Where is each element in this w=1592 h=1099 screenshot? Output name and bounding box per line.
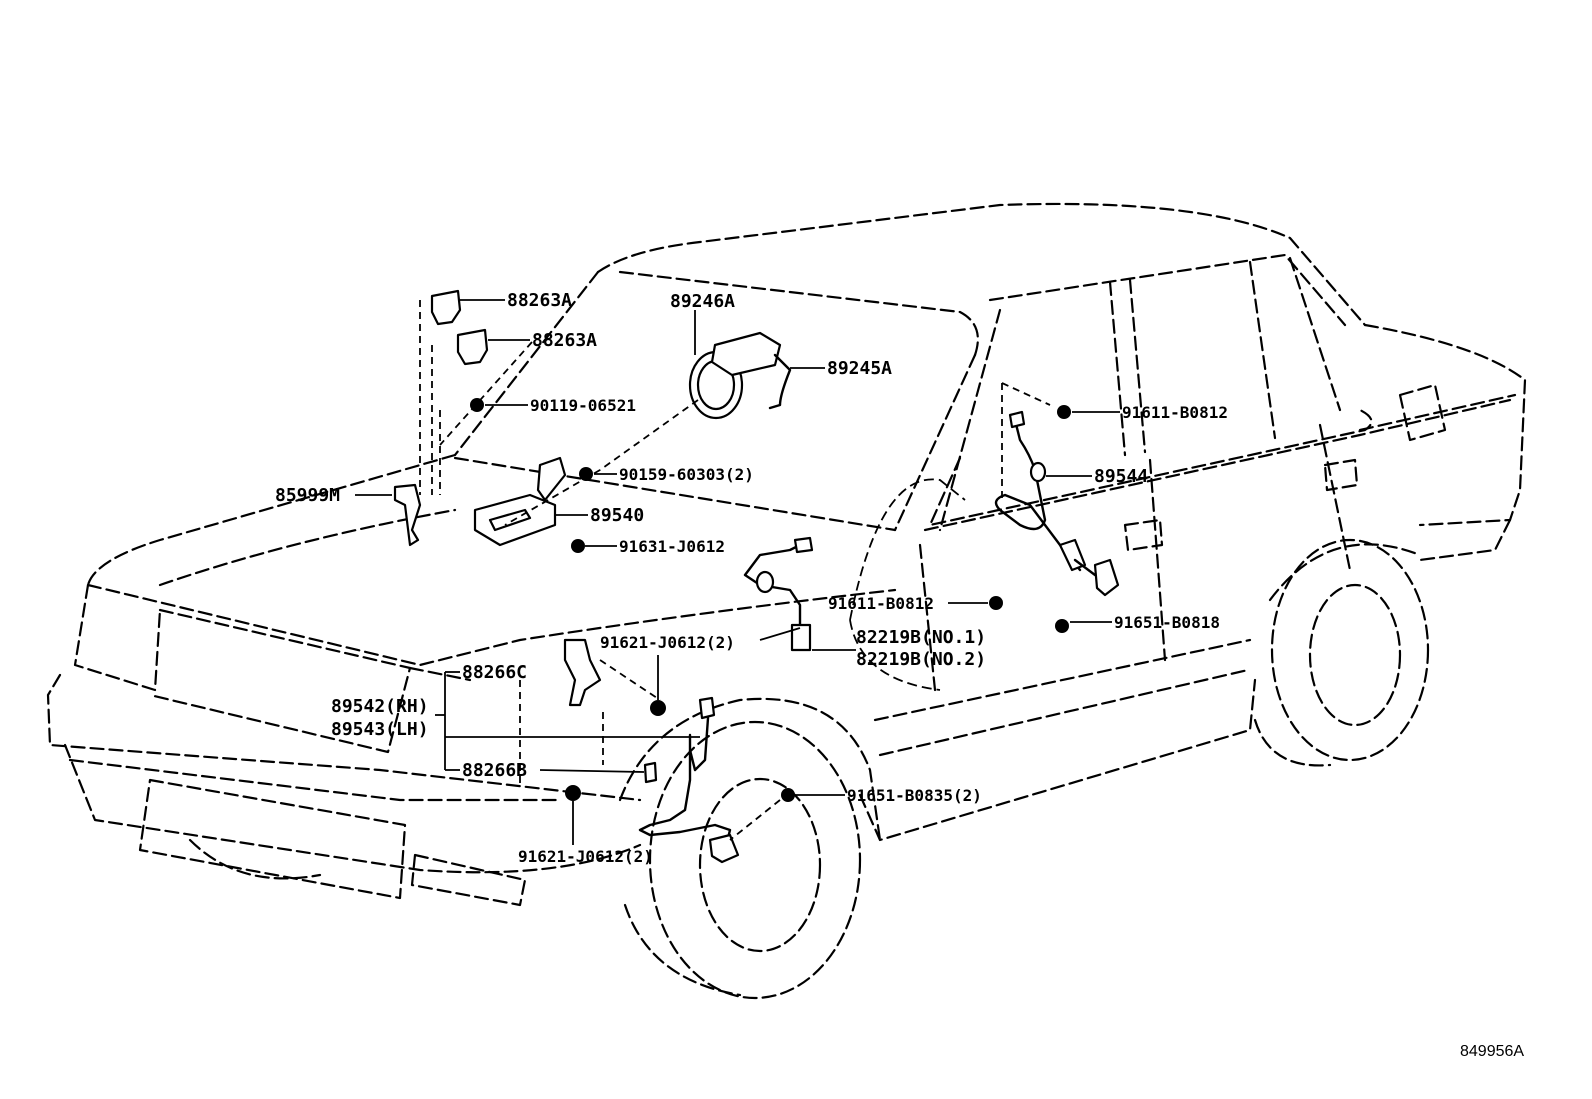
label-90159-60303: 90159-60303(2) — [619, 465, 754, 484]
label-91631-j0612: 91631-J0612 — [619, 537, 725, 556]
bracket-88266b — [643, 761, 658, 784]
bracket-88266c — [563, 638, 602, 707]
label-89544: 89544 — [1094, 466, 1148, 487]
label-89543-lh: 89543(LH) — [331, 719, 429, 740]
parts — [393, 289, 1120, 864]
car-body-outline — [46, 202, 1527, 1000]
leader-lines — [355, 299, 1120, 845]
clip-88263a-2 — [456, 328, 489, 366]
part-labels: 88263A 88263A 90119-06521 85999M 89246A … — [275, 290, 1524, 1060]
label-89540: 89540 — [590, 505, 644, 526]
label-89246a: 89246A — [670, 291, 735, 312]
label-91651-b0835: 91651-B0835(2) — [847, 786, 982, 805]
label-89542-rh: 89542(RH) — [331, 696, 429, 717]
label-88263a-2: 88263A — [532, 330, 597, 351]
label-88263a-1: 88263A — [507, 290, 572, 311]
label-91611-b0812-mid: 91611-B0812 — [828, 594, 934, 613]
label-82219b-no2: 82219B(NO.2) — [856, 649, 986, 670]
sensor-89245a — [710, 331, 782, 377]
label-82219b-no1: 82219B(NO.1) — [856, 627, 986, 648]
sensor-wire-89542 — [638, 716, 732, 852]
sensor-wire-89544 — [994, 418, 1082, 572]
label-89245a: 89245A — [827, 358, 892, 379]
label-90119-06521: 90119-06521 — [530, 396, 636, 415]
bracket-85999m — [393, 483, 422, 547]
label-85999m: 85999M — [275, 485, 340, 506]
label-91651-b0818: 91651-B0818 — [1114, 613, 1220, 632]
label-88266c: 88266C — [462, 662, 527, 683]
diagram-reference-code: 849956A — [1460, 1043, 1524, 1060]
label-91611-b0812-top: 91611-B0812 — [1122, 403, 1228, 422]
clip-88263a-1 — [430, 289, 462, 326]
label-91621-j0612-lower: 91621-J0612(2) — [518, 847, 653, 866]
harness-82219b — [743, 543, 802, 632]
label-88266b: 88266B — [462, 760, 527, 781]
label-91621-j0612-upper: 91621-J0612(2) — [600, 633, 735, 652]
